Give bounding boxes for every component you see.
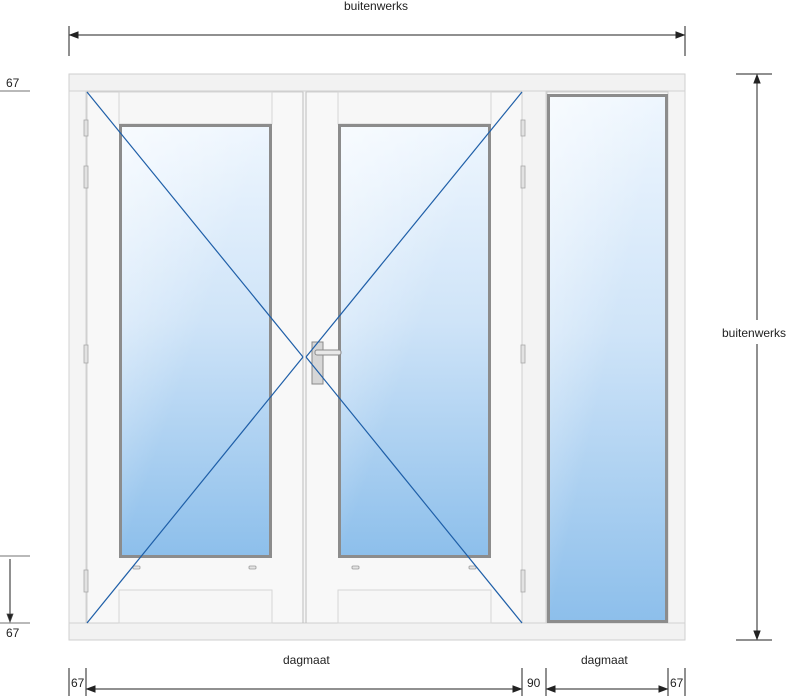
left-door-leaf <box>86 91 304 624</box>
opening-direction-lines <box>86 91 523 624</box>
bottom-frame-right-value: 67 <box>670 676 684 690</box>
left-top-frame-value: 67 <box>6 76 20 90</box>
vent-icon <box>248 565 257 570</box>
bottom-frame-left-value: 67 <box>71 676 85 690</box>
fixed-side-light <box>546 91 669 624</box>
vent-icon <box>468 565 477 570</box>
bottom-mullion-value: 90 <box>527 676 541 690</box>
bottom-dagmaat-dimensions <box>68 668 686 696</box>
top-width-dimension <box>68 26 686 56</box>
right-height-label: buitenwerks <box>722 326 787 340</box>
bottom-left-dagmaat-label: dagmaat <box>283 653 330 667</box>
top-width-label: buitenwerks <box>344 0 409 13</box>
left-bottom-frame-value: 67 <box>6 626 20 640</box>
right-height-dimension <box>736 73 772 641</box>
hinge-icon <box>83 119 526 593</box>
vent-icon <box>132 565 141 570</box>
bottom-right-dagmaat-label: dagmaat <box>581 653 628 667</box>
vent-icon <box>351 565 360 570</box>
right-door-leaf <box>305 91 523 624</box>
left-frame-dimension <box>0 90 30 624</box>
